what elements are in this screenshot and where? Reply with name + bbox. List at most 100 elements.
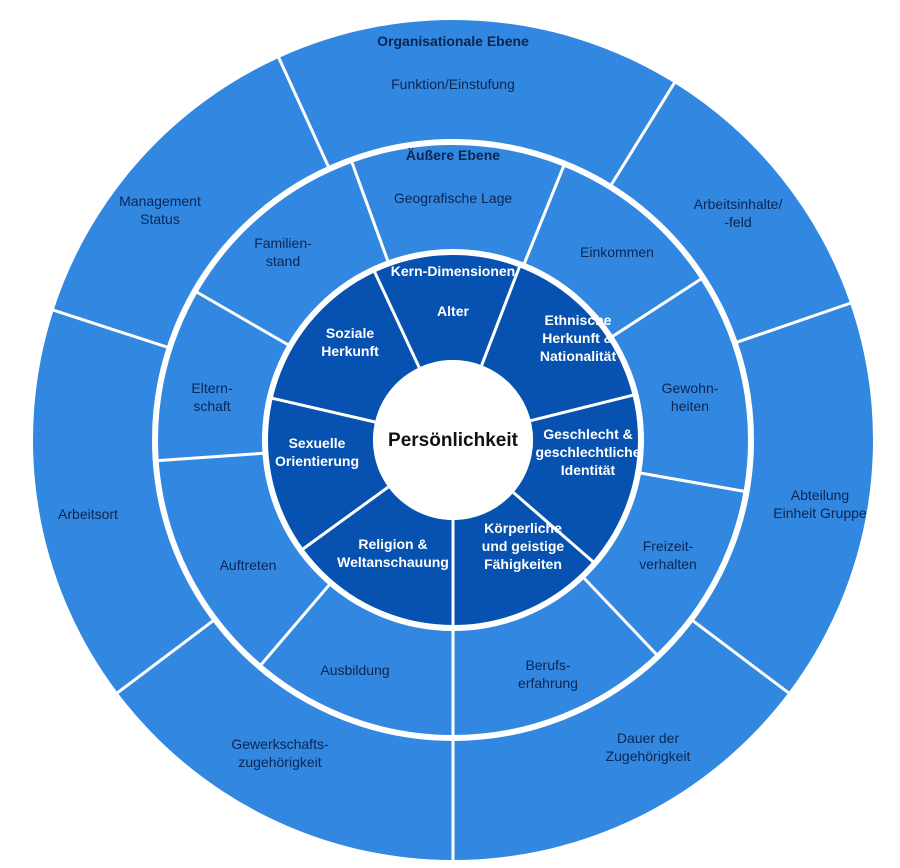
core-segment-label: Alter: [437, 303, 469, 319]
label-line: Dauer der: [617, 730, 680, 746]
label-line: Arbeitsinhalte/: [694, 196, 783, 212]
external-segment-label: Einkommen: [580, 244, 654, 260]
label-line: stand: [266, 253, 300, 269]
separators: [51, 55, 853, 862]
external-segment-label: Freizeit-verhalten: [639, 538, 697, 572]
external-segment: [582, 472, 747, 657]
label-line: verhalten: [639, 556, 697, 572]
label-line: Weltanschauung: [337, 554, 449, 570]
core-segment-label: Religion & Weltanschauung: [337, 536, 449, 570]
label-line: Ethnische: [545, 312, 612, 328]
label-line: Freizeit-: [643, 538, 694, 554]
label-line: Geschlecht &: [543, 426, 632, 442]
external-segment: [523, 163, 703, 338]
label-line: Zugehörigkeit: [606, 748, 691, 764]
label-line: schaft: [193, 398, 230, 414]
external-segment: [194, 159, 389, 346]
core-segment: [269, 269, 420, 423]
center-label: Persönlichkeit: [388, 430, 519, 451]
label-line: Identität: [561, 462, 616, 478]
label-line: Herkunft: [321, 343, 379, 359]
segment-divider: [155, 451, 266, 463]
core-ring: [265, 252, 641, 628]
label-line: Soziale: [326, 325, 374, 341]
external-segment: [155, 291, 291, 461]
label-line: Religion &: [358, 536, 427, 552]
label-line: Körperliche: [484, 520, 562, 536]
segment-divider: [522, 163, 567, 267]
center-circle: [373, 360, 533, 520]
label-line: Gewerkschafts-: [231, 736, 329, 752]
ring-title-external: Äußere Ebene: [406, 147, 500, 163]
organizational-segment: [32, 310, 216, 693]
label-line: Alter: [437, 303, 469, 319]
external-ring: [155, 142, 751, 738]
segment-divider: [349, 159, 391, 264]
segment-divider: [581, 575, 660, 658]
ring-divider: [152, 139, 754, 741]
external-segment: [453, 576, 659, 738]
label-line: -feld: [724, 214, 751, 230]
label-line: Familien-: [254, 235, 312, 251]
segment-divider: [637, 471, 747, 494]
label-line: Einheit Gruppe: [773, 505, 867, 521]
core-segment: [513, 394, 641, 564]
external-segment-label: Gewohn-heiten: [662, 380, 719, 414]
segment-divider: [258, 581, 333, 668]
label-line: und geistige: [482, 538, 565, 554]
segment-divider: [300, 485, 390, 552]
segment-divider: [115, 618, 216, 696]
organizational-segment-label: Gewerkschafts-zugehörigkeit: [231, 736, 329, 770]
label-line: Fähigkeiten: [484, 556, 562, 572]
core-segment: [265, 397, 389, 551]
segment-divider: [269, 396, 376, 424]
external-segment: [610, 277, 751, 492]
ring-title-core: Kern-Dimensionen: [391, 263, 515, 279]
label-line: Abteilung: [791, 487, 849, 503]
external-segment-label: Geografische Lage: [394, 190, 513, 206]
label-line: Berufs-: [525, 657, 570, 673]
label-line: Funktion/Einstufung: [391, 76, 515, 92]
label-line: Herkunft &: [542, 330, 614, 346]
organizational-segment: [278, 19, 675, 187]
organizational-ring: [32, 19, 874, 860]
organizational-segment: [53, 57, 330, 348]
core-segment: [300, 487, 453, 628]
label-line: Auftreten: [220, 557, 277, 573]
label-line: Eltern-: [191, 380, 233, 396]
organizational-segment: [453, 619, 789, 860]
segment-divider: [530, 393, 636, 423]
ring-divider: [262, 249, 644, 631]
segment-divider: [734, 301, 853, 345]
external-segment-label: Ausbildung: [320, 662, 389, 678]
organizational-segment: [690, 303, 874, 693]
external-segment: [155, 453, 331, 667]
external-segment: [351, 142, 565, 266]
segment-divider: [512, 491, 596, 565]
segment-divider: [276, 55, 331, 170]
organizational-segment-label: Arbeitsinhalte/ -feld: [694, 196, 783, 230]
external-segment-label: Eltern-schaft: [191, 380, 233, 414]
label-line: Einkommen: [580, 244, 654, 260]
organizational-segment: [610, 83, 851, 343]
label-line: Geografische Lage: [394, 190, 513, 206]
segment-divider: [372, 268, 421, 369]
label-line: geschlechtliche: [535, 444, 640, 460]
core-segment: [481, 264, 636, 421]
external-segment-label: Auftreten: [220, 557, 277, 573]
label-line: erfahrung: [518, 675, 578, 691]
label-line: Gewohn-: [662, 380, 719, 396]
organizational-segment-label: Funktion/Einstufung: [391, 76, 515, 92]
segment-divider: [608, 80, 677, 188]
label-line: Management: [119, 193, 201, 209]
organizational-segment: [117, 619, 453, 860]
